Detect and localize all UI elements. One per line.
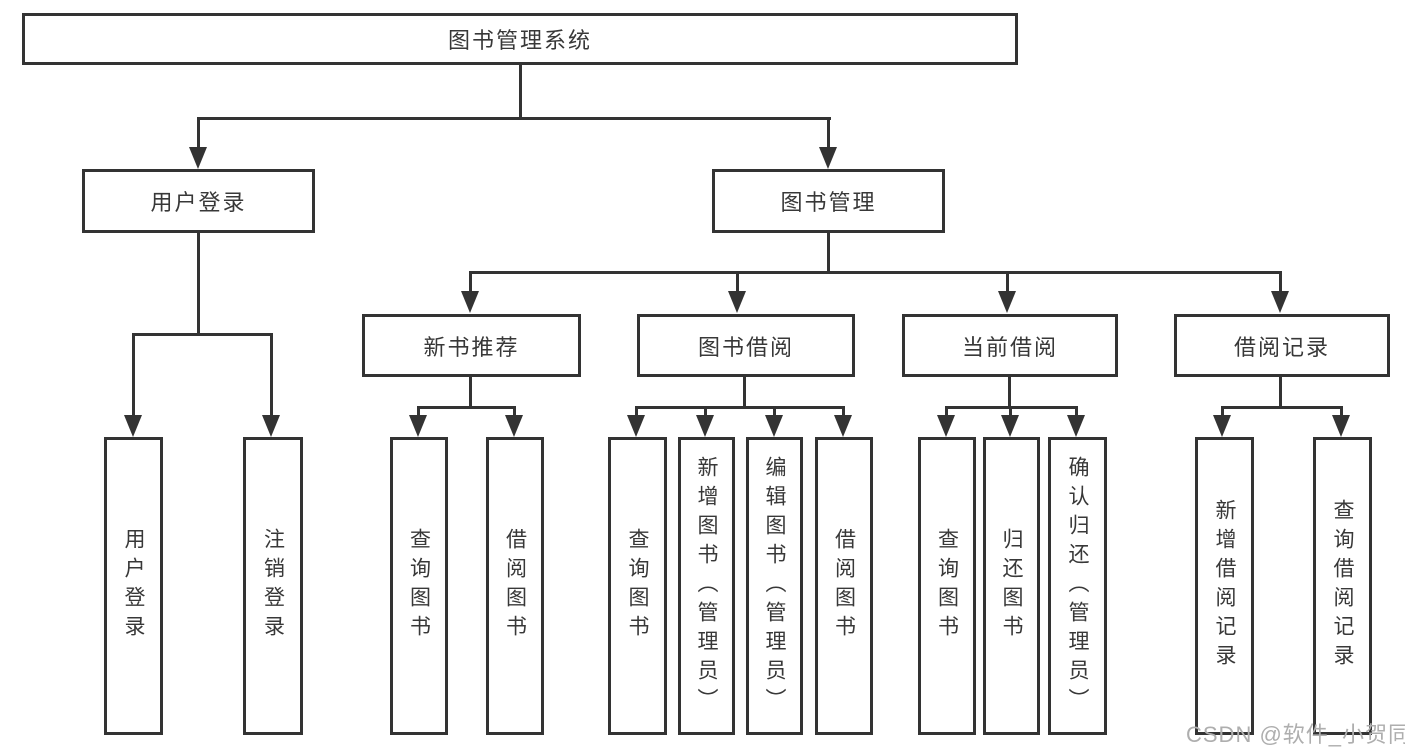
connector-arrow-shaft (132, 333, 135, 416)
arrowhead-icon (937, 415, 955, 437)
connector-arrow-shaft (945, 406, 948, 417)
leaf-recommend-borrow-book: 借阅图书 (486, 437, 544, 735)
leaf-borrow-edit-book-admin: 编辑图书（管理员） (746, 437, 803, 735)
connector-arrow-shaft (842, 406, 845, 417)
arrowhead-icon (1271, 291, 1289, 313)
arrowhead-icon (834, 415, 852, 437)
leaf-label: 归还图书 (1000, 528, 1023, 644)
connector-arrow-shaft (417, 406, 420, 417)
leaf-current-return-book: 归还图书 (983, 437, 1040, 735)
leaf-label: 查询图书 (626, 528, 649, 644)
leaf-label: 借阅图书 (832, 528, 856, 644)
leaf-current-confirm-return-admin: 确认归还（管理员） (1048, 437, 1107, 735)
connector-arrow-shaft (1279, 271, 1282, 292)
connector-arrow-shaft (513, 406, 516, 417)
arrowhead-icon (696, 415, 714, 437)
arrowhead-icon (1067, 415, 1085, 437)
connector-arrow-shaft (270, 333, 273, 416)
connector-arrow-shaft (1221, 406, 1224, 417)
leaf-borrow-add-book-admin: 新增图书（管理员） (678, 437, 735, 735)
connector-arrow-shaft (1075, 406, 1078, 417)
connector-records-trunk (1279, 376, 1282, 407)
node-new-book-recommend: 新书推荐 (362, 314, 581, 377)
node-root: 图书管理系统 (22, 13, 1018, 65)
watermark: CSDN @软件_小贺同学 (1186, 722, 1405, 747)
arrowhead-icon (1001, 415, 1019, 437)
arrowhead-icon (461, 291, 479, 313)
connector-root-trunk (519, 64, 522, 119)
leaf-logout: 注销登录 (243, 437, 303, 735)
leaf-current-query-book: 查询图书 (918, 437, 976, 735)
leaf-borrow-borrow-book: 借阅图书 (815, 437, 873, 735)
node-book-management-module: 图书管理 (712, 169, 945, 233)
connector-mgmt-split (469, 271, 1282, 274)
leaf-label: 编辑图书（管理员） (763, 455, 786, 717)
leaf-label: 查询图书 (407, 528, 431, 644)
connector-records-split (1221, 406, 1343, 409)
leaf-label: 确认归还（管理员） (1066, 455, 1089, 717)
leaf-label: 用户登录 (122, 528, 145, 644)
leaf-label: 查询图书 (935, 528, 959, 644)
connector-arrow-shaft (635, 406, 638, 417)
connector-arrow-shaft (1006, 271, 1009, 292)
arrowhead-icon (819, 147, 837, 169)
leaf-records-add-record: 新增借阅记录 (1195, 437, 1254, 735)
leaf-user-login: 用户登录 (104, 437, 163, 735)
arrowhead-icon (409, 415, 427, 437)
node-borrow-records: 借阅记录 (1174, 314, 1390, 377)
connector-arrow-shaft (1340, 406, 1343, 417)
connector-arrow-shaft (736, 271, 739, 292)
arrowhead-icon (728, 291, 746, 313)
leaf-label: 借阅图书 (503, 528, 527, 644)
connector-recommend-trunk (469, 376, 472, 407)
connector-arrow-shaft (197, 117, 200, 148)
leaf-label: 新增借阅记录 (1213, 499, 1236, 673)
arrowhead-icon (1213, 415, 1231, 437)
connector-arrow-shaft (469, 271, 472, 292)
connector-mgmt-trunk (827, 232, 830, 273)
arrowhead-icon (627, 415, 645, 437)
arrowhead-icon (505, 415, 523, 437)
connector-user-trunk (197, 232, 200, 334)
leaf-borrow-query-book: 查询图书 (608, 437, 667, 735)
leaf-label: 查询借阅记录 (1331, 499, 1354, 673)
node-user-login-module: 用户登录 (82, 169, 315, 233)
arrowhead-icon (765, 415, 783, 437)
arrowhead-icon (124, 415, 142, 437)
connector-arrow-shaft (827, 117, 830, 148)
connector-user-split (132, 333, 273, 336)
leaf-label: 新增图书（管理员） (695, 455, 718, 717)
connector-recommend-split (417, 406, 516, 409)
node-current-borrow: 当前借阅 (902, 314, 1118, 377)
node-book-borrow: 图书借阅 (637, 314, 855, 377)
connector-arrow-shaft (1009, 406, 1012, 417)
connector-arrow-shaft (704, 406, 707, 417)
arrowhead-icon (998, 291, 1016, 313)
connector-root-split (197, 117, 831, 120)
connector-current-trunk (1008, 376, 1011, 407)
connector-arrow-shaft (773, 406, 776, 417)
arrowhead-icon (189, 147, 207, 169)
arrowhead-icon (1332, 415, 1350, 437)
leaf-recommend-query-book: 查询图书 (390, 437, 448, 735)
leaf-records-query-record: 查询借阅记录 (1313, 437, 1372, 735)
arrowhead-icon (262, 415, 280, 437)
connector-borrow-trunk (743, 376, 746, 407)
connector-borrow-split (635, 406, 845, 409)
leaf-label: 注销登录 (261, 528, 285, 644)
